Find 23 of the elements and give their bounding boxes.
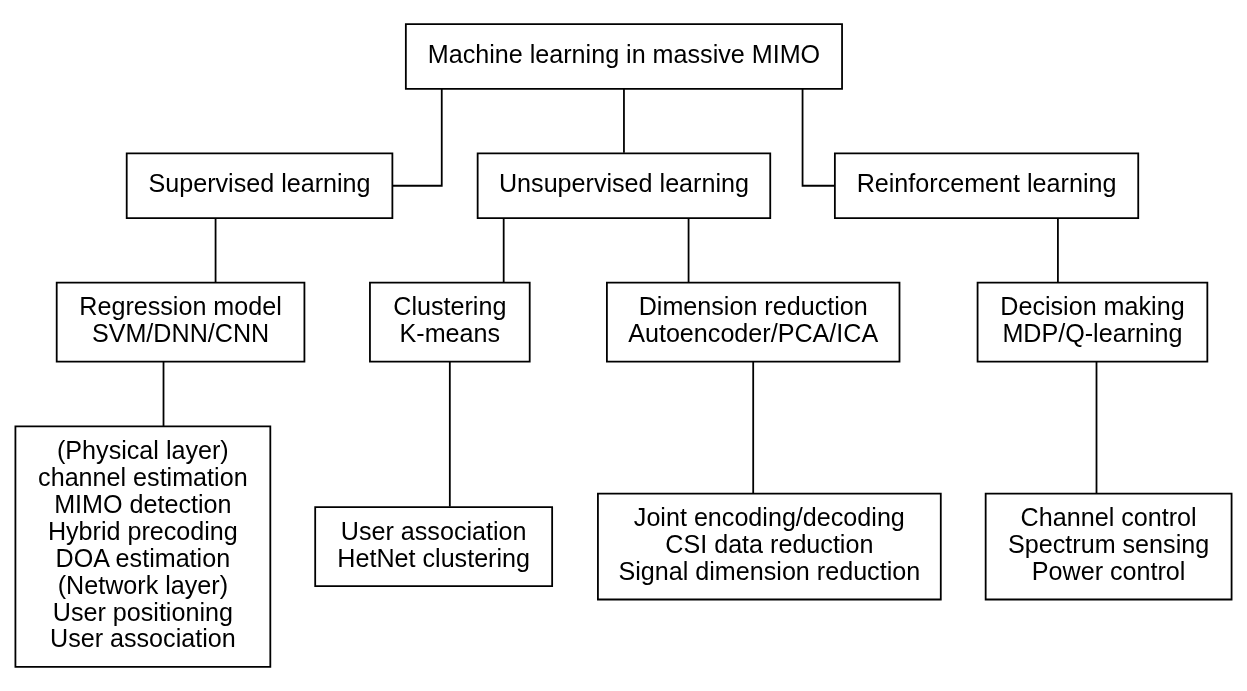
- connector: [623, 88, 625, 154]
- node-box: Regression model SVM/DNN/CNN: [55, 281, 306, 363]
- node-box: Reinforcement learning: [833, 152, 1140, 219]
- node-box: Clustering K-means: [369, 281, 531, 363]
- node-box: Supervised learning: [125, 152, 394, 219]
- connector: [448, 360, 451, 508]
- connector: [752, 360, 755, 494]
- node-box: (Physical layer) channel estimation MIMO detection Hybrid precoding DOA estimation (Network layer) User positioning User association: [14, 425, 272, 668]
- connector: [1095, 360, 1098, 494]
- node-box: User association HetNet clustering: [314, 506, 554, 587]
- connector: [162, 360, 165, 427]
- connector: [1057, 217, 1059, 284]
- connector: [502, 217, 505, 284]
- connector: [687, 217, 690, 284]
- node-box: Dimension reduction Autoencoder/PCA/ICA: [606, 281, 901, 363]
- node-box: Joint encoding/decoding CSI data reduction Signal dimension reduction: [597, 492, 942, 601]
- connector: [391, 88, 443, 187]
- connector: [801, 88, 836, 187]
- connector: [214, 217, 217, 284]
- node-box: Decision making MDP/Q-learning: [976, 281, 1209, 363]
- node-box: Machine learning in massive MIMO: [404, 23, 843, 90]
- node-box: Unsupervised learning: [476, 152, 772, 219]
- node-box: Channel control Spectrum sensing Power control: [984, 492, 1233, 601]
